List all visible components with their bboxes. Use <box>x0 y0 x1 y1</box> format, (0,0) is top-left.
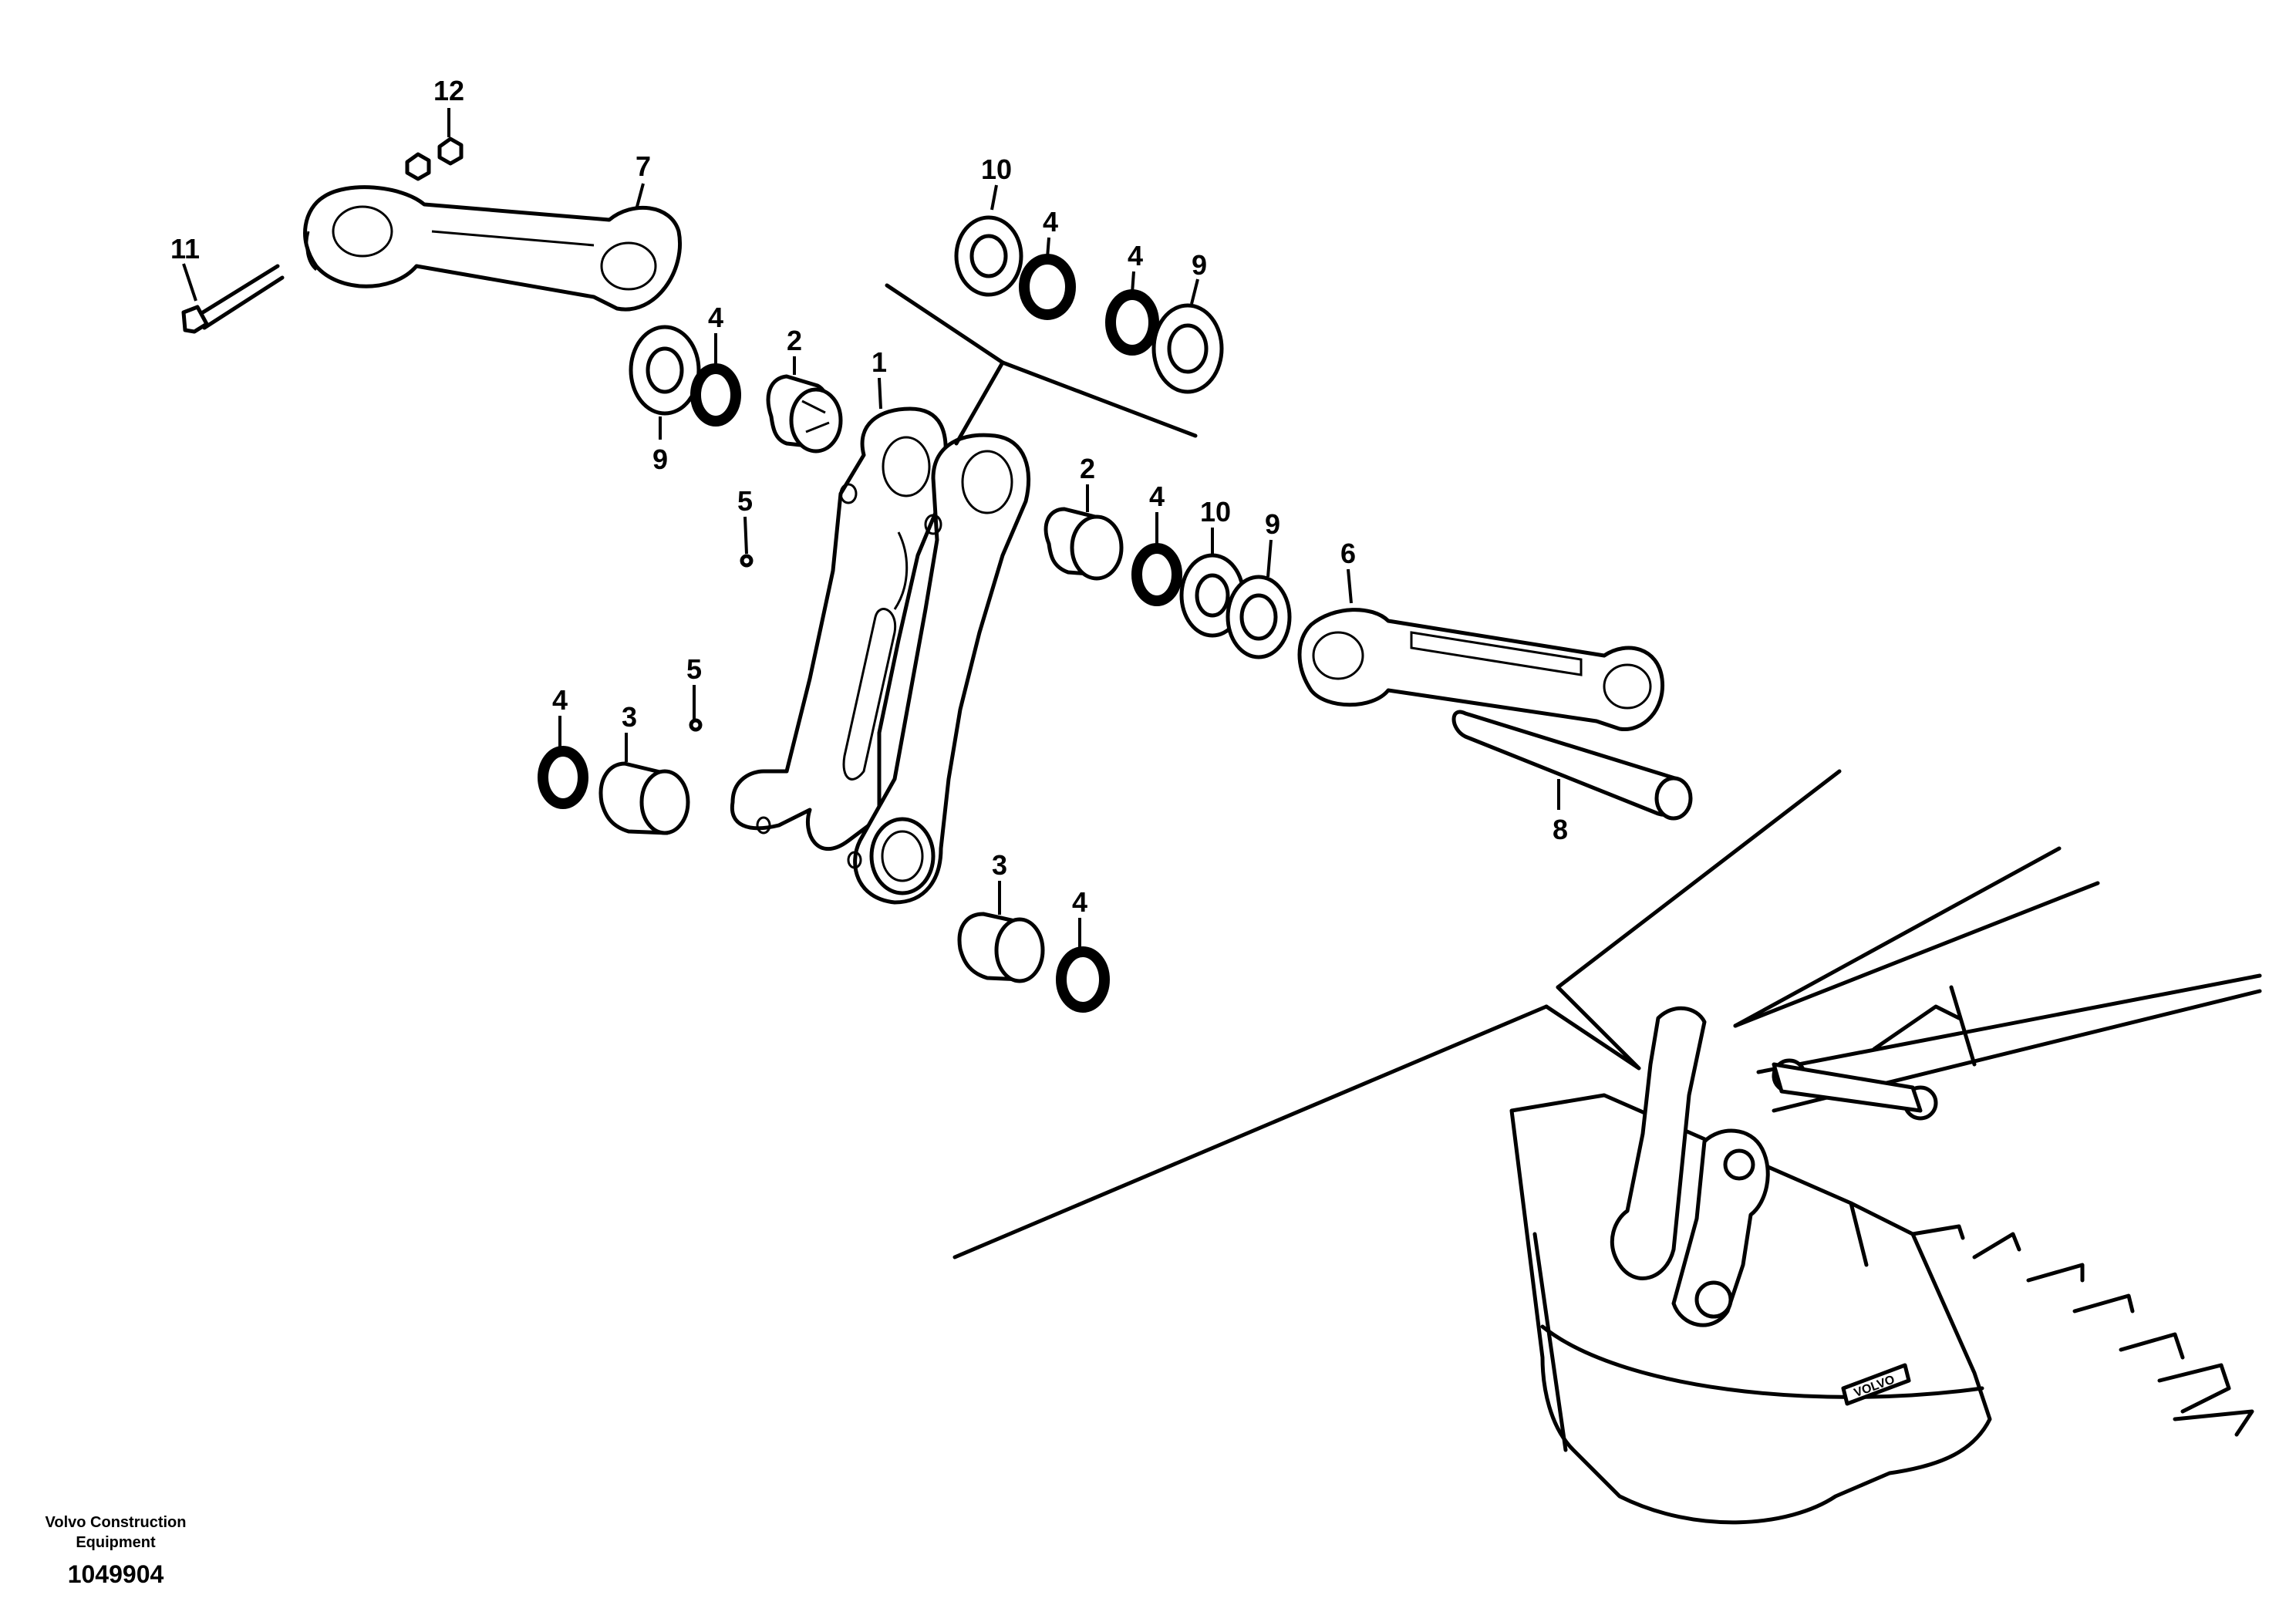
callout-4-lower-left: 4 <box>552 684 568 716</box>
callout-4-left: 4 <box>708 302 723 333</box>
part-6-link-rod <box>1297 608 1665 732</box>
callout-5-upper: 5 <box>737 485 753 517</box>
part-2-bushing-upper <box>766 374 843 454</box>
callout-10-upper: 10 <box>981 153 1012 185</box>
company-name-line2: Equipment <box>76 1534 156 1551</box>
zoom-bracket-upper <box>885 283 1198 446</box>
callout-2-right: 2 <box>1080 453 1095 484</box>
leader-lines <box>182 108 1560 952</box>
part-8-pin <box>1451 710 1693 821</box>
part-12-nuts <box>405 137 464 181</box>
callout-9-upper: 9 <box>1192 249 1207 281</box>
right-washers-and-rings <box>1131 543 1292 659</box>
callout-10-right: 10 <box>1200 496 1231 528</box>
part-1-h-link <box>730 406 1031 905</box>
callout-3-left: 3 <box>622 701 637 733</box>
callout-9-right: 9 <box>1265 508 1280 540</box>
callout-1: 1 <box>872 346 887 378</box>
upper-washers-and-rings <box>954 215 1224 394</box>
drawing-number: 1049904 <box>68 1560 164 1588</box>
callout-4-lower-right: 4 <box>1072 886 1087 918</box>
part-7-link-rod <box>303 185 682 312</box>
callout-8: 8 <box>1553 814 1568 845</box>
callout-6: 6 <box>1340 538 1356 569</box>
part-2-bushing-right <box>1043 507 1124 581</box>
callout-5-lower: 5 <box>686 653 702 685</box>
callout-4-right: 4 <box>1149 481 1165 512</box>
callout-11: 11 <box>170 233 200 265</box>
callout-12: 12 <box>433 75 464 106</box>
footer-block: Volvo Construction Equipment 1049904 <box>46 1514 187 1588</box>
company-name-line1: Volvo Construction <box>46 1514 187 1531</box>
lower-right-bushing-and-ring <box>957 912 1110 1013</box>
callout-4-upper-a: 4 <box>1043 206 1058 238</box>
callout-7: 7 <box>636 150 651 182</box>
callouts: 12 7 11 10 4 4 9 4 2 1 9 5 2 4 10 9 6 4 … <box>170 75 1568 918</box>
callout-4-upper-b: 4 <box>1128 240 1143 271</box>
part-11-bolt <box>181 264 285 334</box>
lower-left-ring-and-bushing <box>538 746 690 835</box>
part-5-grease-nipples <box>689 554 754 732</box>
callout-3-right: 3 <box>992 849 1007 881</box>
zoom-bracket-lower <box>952 769 1842 1259</box>
left-washer-and-ring <box>629 325 741 427</box>
bucket-assembly-inset: VOLVO <box>1509 846 2262 1525</box>
callout-2-upper: 2 <box>787 325 802 356</box>
callout-9-left: 9 <box>652 443 668 475</box>
